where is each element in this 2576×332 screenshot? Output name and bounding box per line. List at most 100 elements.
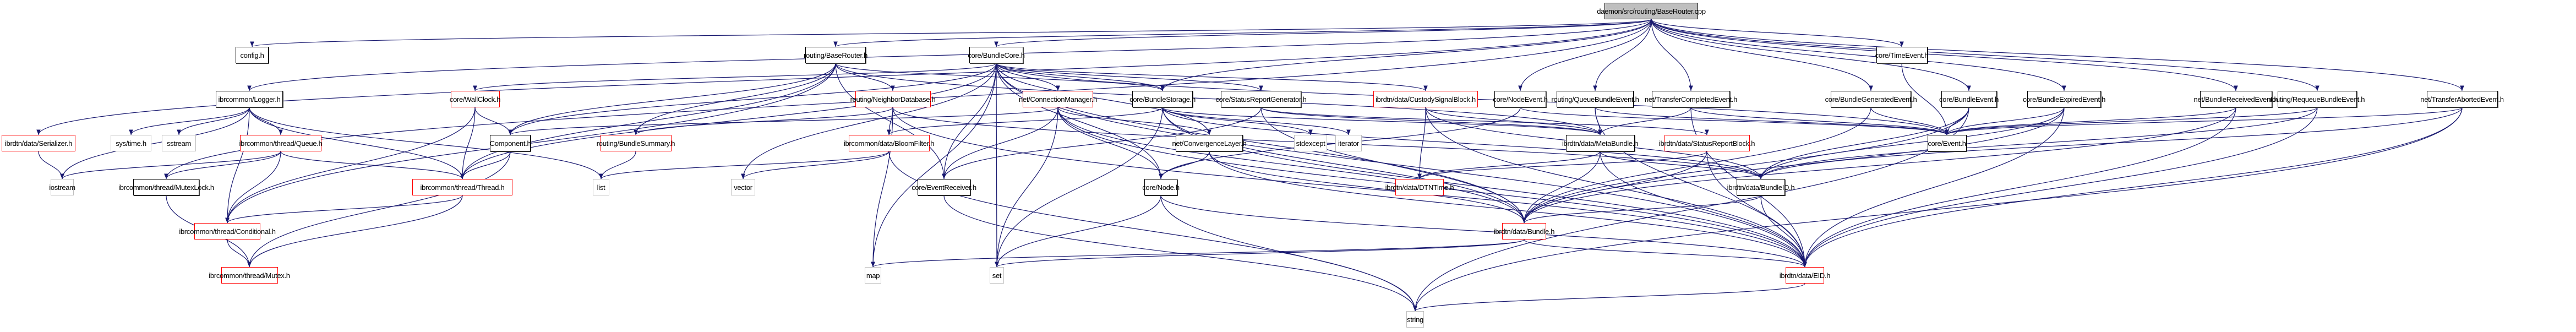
edge-eventreceiver-to-string	[943, 195, 1417, 312]
edge-serializer-to-iostream	[38, 151, 64, 179]
edge-bundlecore-to-node	[996, 63, 1163, 179]
node-mutexlock[interactable]: ibrcommon/thread/MutexLock.h	[118, 179, 214, 195]
edge-bundle-to-eid	[1524, 239, 1807, 268]
edge-baserouter_h-to-eventreceiver	[835, 63, 946, 179]
node-root[interactable]: daemon/src/routing/BaseRouter.cpp	[1597, 3, 1706, 19]
node-conditional[interactable]: ibrcommon/thread/Conditional.h	[179, 223, 276, 240]
edge-queue-to-mutexlock	[164, 151, 281, 179]
edge-root-to-bundleexpired	[1651, 19, 2066, 91]
node-baserouter-h[interactable]: routing/BaseRouter.h	[804, 47, 867, 63]
node-statusreportblock[interactable]: ibrdtn/data/StatusReportBlock.h	[1659, 135, 1755, 151]
node-event[interactable]: core/Event.h	[1927, 135, 1967, 151]
edge-bundlegenerated-to-event	[1870, 107, 1949, 135]
edge-transferaborted-to-event	[1945, 107, 2463, 135]
node-statusgen[interactable]: core/StatusReportGenerator.h	[1215, 91, 1307, 107]
edge-bundleexpired-to-bundleid	[1759, 107, 2065, 179]
edge-baserouter_h-to-thread	[460, 63, 836, 179]
edge-bundlestorage-to-bundle	[1162, 107, 1526, 224]
edge-custodysignal-to-metabundle	[1425, 107, 1602, 135]
node-nodeevent[interactable]: core/NodeEvent.h	[1493, 91, 1548, 107]
node-connmgr[interactable]: net/ConnectionManager.h	[1019, 91, 1097, 107]
edge-root-to-bundlecore	[994, 19, 1652, 47]
node-bundleexpired[interactable]: core/BundleExpiredEvent.h	[2023, 91, 2105, 107]
edge-transfercompleted-to-event	[1690, 107, 1949, 135]
edge-bundlestorage-to-iterator	[1162, 107, 1351, 135]
edge-baserouter_h-to-neighbordb	[835, 63, 895, 91]
node-config[interactable]: config.h	[236, 47, 269, 63]
edge-bundlecore-to-vector	[741, 63, 997, 179]
edge-statusreportblock-to-eid	[1706, 151, 1807, 268]
edge-thread-to-mutex	[247, 195, 463, 268]
edge-bundlereceived-to-eid	[1803, 107, 2236, 268]
edge-node-to-set	[995, 195, 1161, 268]
node-bloomfilter[interactable]: ibrcommon/data/BloomFilter.h	[844, 135, 934, 151]
node-bundlesummary[interactable]: routing/BundleSummary.h	[597, 135, 675, 151]
node-node[interactable]: core/Node.h	[1142, 179, 1180, 195]
node-string: string	[1406, 311, 1424, 328]
edge-root-to-transfercompleted	[1651, 19, 1693, 91]
edge-logger-to-systime	[129, 107, 250, 135]
edge-root-to-bundlegenerated	[1651, 19, 1873, 91]
node-timeevent[interactable]: core/TimeEvent.h	[1875, 47, 1929, 63]
node-thread[interactable]: ibrcommon/thread/Thread.h	[412, 179, 512, 195]
node-bundleevent[interactable]: core/BundleEvent.h	[1939, 91, 1999, 107]
node-eventreceiver[interactable]: core/EventReceiver.h	[912, 179, 976, 195]
edge-bundlestorage-to-eid	[1162, 107, 1807, 268]
edge-transferaborted-to-string	[1413, 107, 2463, 312]
node-eid[interactable]: ibrdtn/data/EID.h	[1780, 267, 1831, 284]
edge-baserouter_h-to-bundlestorage	[835, 63, 1165, 91]
node-custodysignal[interactable]: ibrdtn/data/CustodySignalBlock.h	[1373, 91, 1478, 107]
node-iterator: iterator	[1335, 135, 1362, 151]
edge-baserouter_h-to-conditional	[225, 63, 836, 224]
edge-bloomfilter-to-string	[888, 151, 1417, 312]
edge-bloomfilter-to-list	[599, 151, 889, 179]
node-set: set	[990, 267, 1004, 284]
edge-bundlereceived-to-bundle	[1522, 107, 2236, 224]
edge-bundlecore-to-bundlestorage	[996, 63, 1165, 91]
node-component[interactable]: Component.h	[490, 135, 531, 151]
edge-bundlestorage-to-metabundle	[1162, 107, 1602, 135]
node-dtntime[interactable]: ibrdtn/data/DTNTime.h	[1385, 179, 1454, 195]
node-bundlestorage[interactable]: core/BundleStorage.h	[1129, 91, 1196, 107]
node-queue[interactable]: ibrcommon/thread/Queue.h	[239, 135, 323, 151]
edge-convlayer-to-eid	[1209, 151, 1807, 268]
node-serializer[interactable]: ibrdtn/data/Serializer.h	[2, 135, 75, 151]
edge-root-to-queuebundleevent	[1593, 19, 1652, 91]
node-neighbordb[interactable]: routing/NeighborDatabase.h	[850, 91, 936, 107]
node-wallclock[interactable]: core/WallClock.h	[450, 91, 500, 107]
edge-node-to-eid	[1160, 195, 1807, 268]
edge-neighbordb-to-map	[871, 107, 893, 268]
edge-convlayer-to-bundle	[1209, 151, 1526, 224]
edge-wallclock-to-component	[474, 107, 512, 135]
edge-custodysignal-to-dtntime	[1417, 107, 1426, 179]
node-transfercompleted[interactable]: net/TransferCompletedEvent.h	[1645, 91, 1737, 107]
edge-transferaborted-to-eid	[1803, 107, 2463, 268]
node-bundlegenerated[interactable]: core/BundleGeneratedEvent.h	[1825, 91, 1917, 107]
node-bundleid[interactable]: ibrdtn/data/BundleID.h	[1727, 179, 1795, 195]
node-queuebundleevent[interactable]: routing/QueueBundleEvent.h	[1551, 91, 1639, 107]
edge-bundlestorage-to-bloomfilter	[887, 107, 1163, 135]
node-bundle[interactable]: ibrdtn/data/Bundle.h	[1494, 223, 1554, 240]
edge-timeevent-to-event	[1901, 63, 1949, 135]
node-requeuebundle[interactable]: routing/RequeueBundleEvent.h	[2270, 91, 2365, 107]
node-mutex[interactable]: ibrcommon/thread/Mutex.h	[209, 267, 290, 284]
edge-connmgr-to-node	[1057, 107, 1163, 179]
edge-root-to-transferaborted	[1651, 19, 2464, 91]
edge-root-to-baserouter_h	[833, 19, 1652, 47]
node-bundlecore[interactable]: core/BundleCore.h	[968, 47, 1025, 63]
edge-queue-to-conditional	[225, 151, 281, 224]
node-stdexcept: stdexcept	[1294, 135, 1327, 151]
edge-root-to-requeuebundle	[1651, 19, 2320, 91]
node-bundlereceived[interactable]: net/BundleReceivedEvent.h	[2194, 91, 2278, 107]
edge-bundle-to-map	[871, 239, 1525, 268]
node-metabundle[interactable]: ibrdtn/data/MetaBundle.h	[1562, 135, 1638, 151]
edge-baserouter_h-to-component	[508, 63, 836, 135]
edge-nodeevent-to-event	[1520, 107, 1949, 135]
edge-root-to-serializer	[36, 19, 1652, 135]
node-convlayer[interactable]: net/ConvergenceLayer.h	[1172, 135, 1247, 151]
edge-bundleevent-to-bundle	[1522, 107, 1969, 224]
node-transferaborted[interactable]: net/TransferAbortedEvent.h	[2420, 91, 2504, 107]
node-systime: sys/time.h	[111, 135, 151, 151]
node-logger[interactable]: ibrcommon/Logger.h	[216, 91, 283, 107]
